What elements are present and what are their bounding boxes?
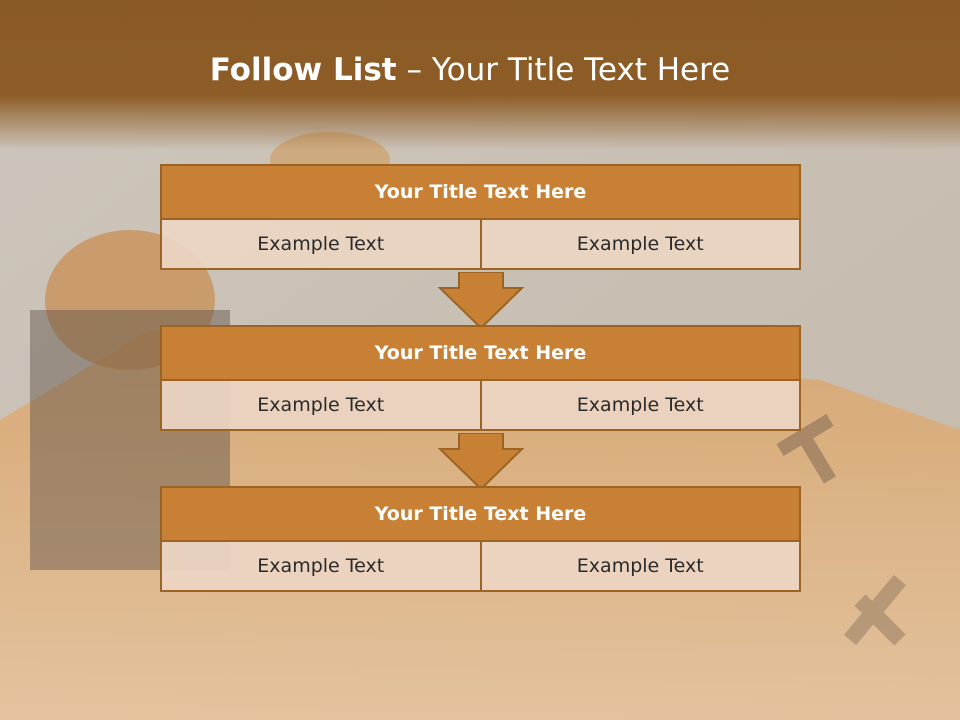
list-block-3: Your Title Text Here Example Text Exampl… bbox=[160, 486, 801, 592]
down-arrow-icon bbox=[438, 433, 524, 491]
block-cell-right: Example Text bbox=[479, 220, 800, 268]
block-cell-left: Example Text bbox=[257, 233, 385, 255]
block-cell-right: Example Text bbox=[479, 381, 800, 429]
block-cell-right: Example Text bbox=[479, 542, 800, 590]
block-title: Your Title Text Here bbox=[160, 164, 801, 220]
slide-title-bold: Follow List bbox=[209, 52, 397, 88]
list-block-1: Your Title Text Here Example Text Exampl… bbox=[160, 164, 801, 270]
slide-title-rest: – Your Title Text Here bbox=[396, 52, 731, 88]
list-block-2: Your Title Text Here Example Text Exampl… bbox=[160, 325, 801, 431]
block-title: Your Title Text Here bbox=[160, 325, 801, 381]
block-row: Example Text Example Text bbox=[160, 220, 801, 270]
slide-header-band bbox=[0, 0, 960, 150]
block-row: Example Text Example Text bbox=[160, 542, 801, 592]
block-cell-left: Example Text bbox=[257, 555, 385, 577]
block-row: Example Text Example Text bbox=[160, 381, 801, 431]
slide-title: Follow List – Your Title Text Here bbox=[0, 52, 940, 88]
block-title: Your Title Text Here bbox=[160, 486, 801, 542]
block-cell-left: Example Text bbox=[257, 394, 385, 416]
down-arrow-icon bbox=[438, 272, 524, 330]
